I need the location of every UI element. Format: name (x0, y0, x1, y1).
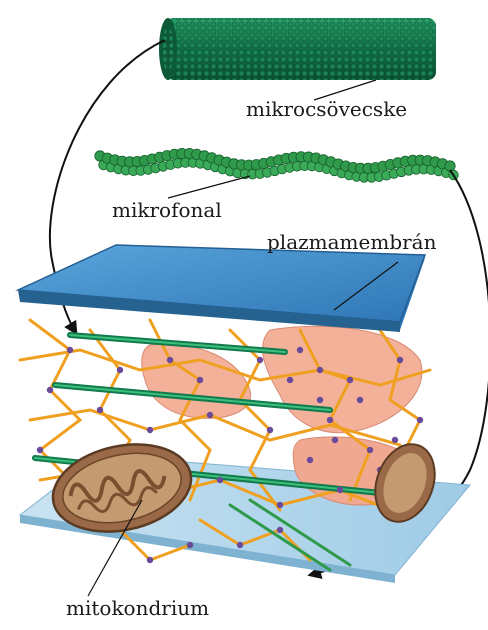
protein-dot (337, 487, 343, 493)
protein-dot (277, 527, 283, 533)
protein-dot (317, 367, 323, 373)
protein-dot (277, 502, 283, 508)
protein-dot (37, 447, 43, 453)
protein-dot (332, 437, 338, 443)
mitochondrion-label: mitokondrium (66, 598, 209, 618)
protein-dot (67, 347, 73, 353)
protein-dot (287, 377, 293, 383)
protein-dot (257, 357, 263, 363)
protein-dot (187, 542, 193, 548)
protein-dot (357, 397, 363, 403)
protein-dot (97, 407, 103, 413)
microfilament-bead (445, 161, 455, 171)
protein-dot (197, 377, 203, 383)
plasma-membrane (18, 245, 425, 332)
protein-dot (397, 357, 403, 363)
protein-dot (327, 417, 333, 423)
protein-dot (47, 387, 53, 393)
microtubule (159, 18, 436, 80)
protein-dot (217, 477, 223, 483)
plasma-membrane-label: plazmamembrán (267, 232, 436, 252)
protein-dot (267, 427, 273, 433)
protein-dot (417, 417, 423, 423)
protein-dot (167, 357, 173, 363)
microfilament-leader (168, 176, 250, 198)
microfilament-label: mikrofonal (112, 200, 222, 220)
protein-dot (307, 457, 313, 463)
protein-dot (237, 542, 243, 548)
protein-dot (297, 347, 303, 353)
protein-dot (147, 557, 153, 563)
protein-dot (392, 437, 398, 443)
protein-dot (347, 377, 353, 383)
protein-dot (317, 397, 323, 403)
microfilament (95, 148, 459, 182)
protein-dot (207, 412, 213, 418)
microtubule-label: mikrocsövecske (246, 99, 407, 119)
protein-dot (147, 427, 153, 433)
protein-dot (117, 367, 123, 373)
protein-dot (367, 447, 373, 453)
